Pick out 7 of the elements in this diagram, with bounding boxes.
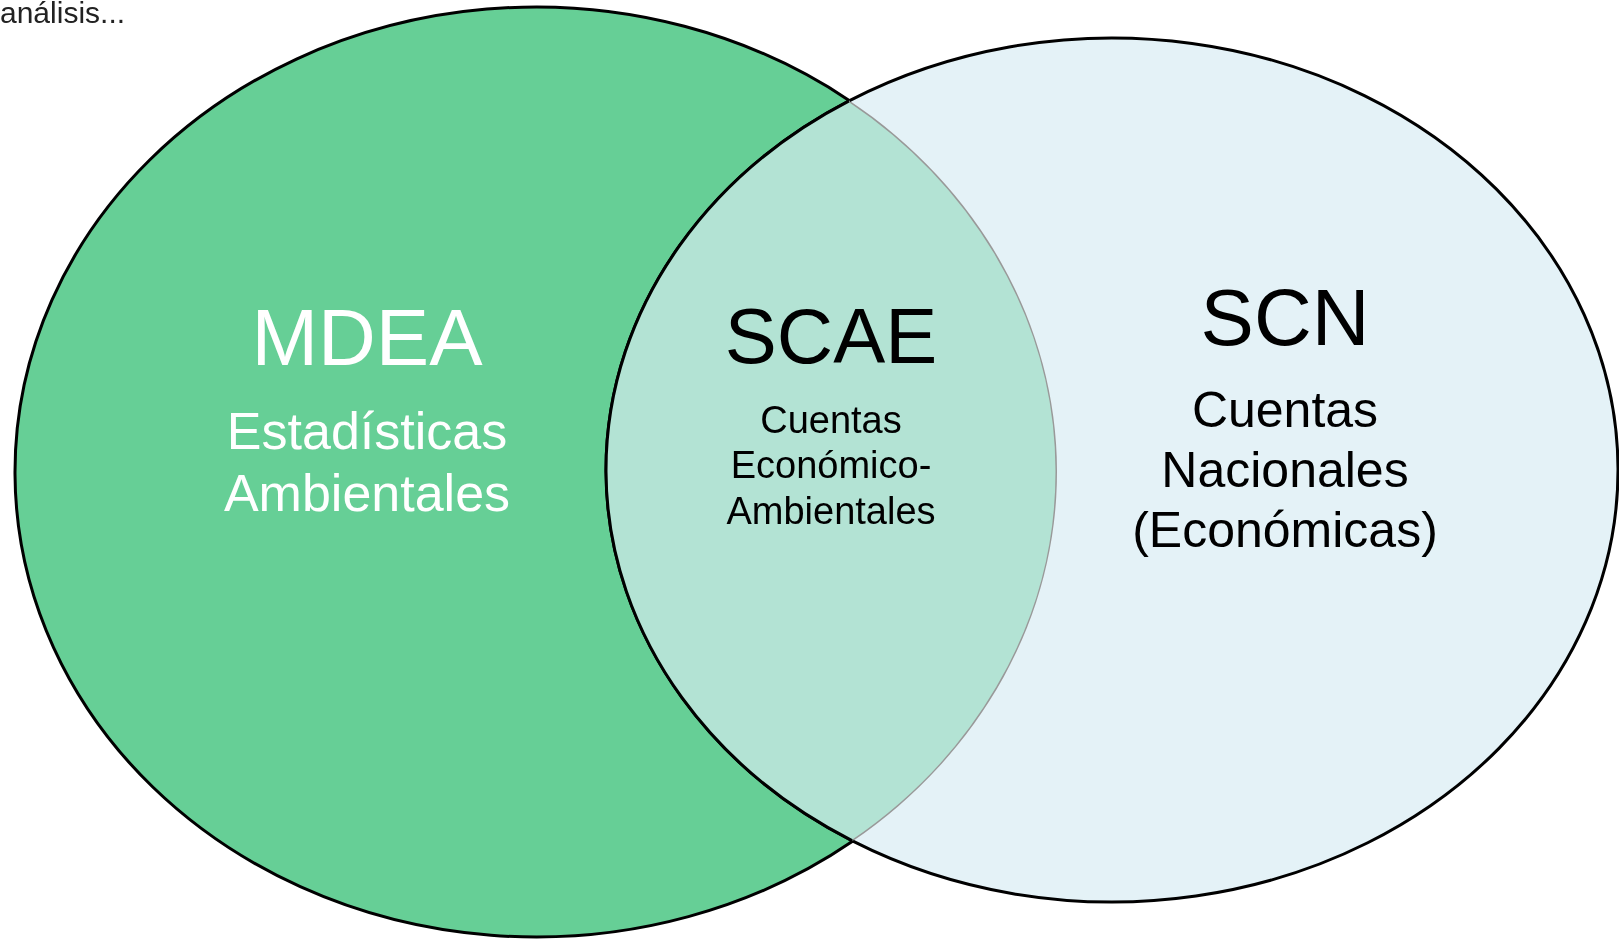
set-description: Cuentas Nacionales (Económicas) [1131, 381, 1439, 560]
note-text: análisis... [0, 0, 126, 30]
set-description: Estadísticas Ambientales [222, 401, 512, 525]
set-title: SCAE [723, 291, 939, 382]
set-title: MDEA [250, 292, 484, 384]
set-title: SCN [1199, 272, 1371, 364]
set-description: Cuentas Económico-Ambientales [725, 397, 937, 534]
